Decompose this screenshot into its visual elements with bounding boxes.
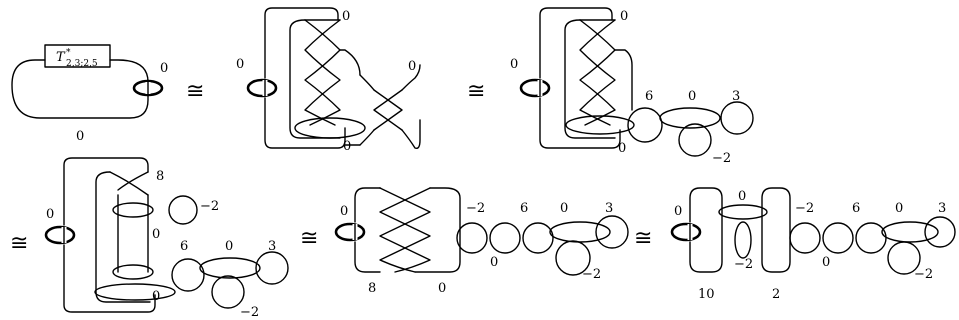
- label-d6-b: 0: [738, 189, 746, 204]
- chain-link-4-3: [255, 251, 289, 285]
- meridian-circle-5: [334, 222, 366, 242]
- band-6a: [718, 204, 768, 220]
- label-d2-d: 0: [343, 139, 351, 154]
- chain-link-4-0: [199, 257, 261, 279]
- label-d4-c: −2: [200, 199, 219, 214]
- tangle-box: [44, 44, 111, 68]
- chain-link-6-0: [881, 221, 939, 243]
- label-d3-c: 0: [618, 141, 626, 156]
- meridian-circle-3: [519, 78, 551, 98]
- label-d5-h: 8: [368, 281, 376, 296]
- relation-symbol-2: ≅: [467, 79, 485, 104]
- box-label-sup: *: [66, 48, 71, 58]
- label-d4-e: 6: [180, 239, 188, 254]
- box-label-main: T: [56, 50, 66, 65]
- chain-link-6-n2b: [822, 222, 854, 254]
- label-d6-d: −2: [795, 201, 814, 216]
- label-d6-k: 2: [772, 287, 780, 302]
- label-d4-b: 8: [156, 169, 164, 184]
- diagram-4: 0 8 −2 0 6 0 3 0 −2: [44, 157, 289, 320]
- label-d4-h: 0: [152, 289, 160, 304]
- label-d6-e: 6: [852, 201, 860, 216]
- chain-link-6-n2: [789, 222, 821, 254]
- label-d4-d: 0: [152, 227, 160, 242]
- chain-link-3: [720, 101, 754, 135]
- label-d5-f: 0: [490, 255, 498, 270]
- diagram-6: 0 0 −2 −2 6 0 3 0 −2 10 2: [670, 187, 956, 302]
- label-d3-b: 0: [510, 57, 518, 72]
- label-d6-j: 10: [698, 287, 715, 302]
- chain-link-6-3: [924, 216, 956, 248]
- label-d6-f: 0: [895, 201, 903, 216]
- label-d5-e: 3: [605, 201, 613, 216]
- band-2: [294, 117, 366, 139]
- chain-link-5-n2b: [489, 222, 521, 254]
- chain-link-6: [627, 107, 663, 143]
- relation-symbol-3: ≅: [10, 231, 28, 256]
- label-d4-i: −2: [240, 305, 259, 320]
- label-d4-g: 3: [268, 239, 276, 254]
- chain-link-4-n2b: [211, 275, 245, 309]
- label-d6-i: −2: [914, 267, 933, 282]
- label-d5-d: 0: [560, 201, 568, 216]
- relation-symbol-1: ≅: [186, 79, 204, 104]
- chain-link-4-n2: [168, 195, 198, 225]
- chain-link-5-0: [549, 221, 611, 243]
- band-3: [565, 115, 635, 135]
- label-d5-c: 6: [520, 201, 528, 216]
- diagram-2: 0 0 0 0: [236, 7, 421, 154]
- diagram-5: 0 −2 6 0 3 0 −2 8 0: [334, 187, 629, 296]
- label-d1-b: 0: [76, 129, 84, 144]
- band-4b: [112, 264, 154, 280]
- label-d6-a: 0: [674, 204, 682, 219]
- label-d5-g: −2: [582, 267, 601, 282]
- label-d3-d: 6: [645, 89, 653, 104]
- label-d6-h: 0: [822, 255, 830, 270]
- chain-link-5-6: [522, 222, 554, 254]
- relation-symbol-4: ≅: [300, 226, 318, 251]
- band-4a: [112, 202, 154, 218]
- band-6b: [734, 221, 752, 259]
- chain-link-4-6: [171, 258, 205, 292]
- meridian-circle-2: [246, 78, 278, 98]
- meridian-circle-4: [44, 225, 76, 245]
- label-d3-g: −2: [712, 151, 731, 166]
- chain-link-5-n2c: [555, 240, 591, 276]
- chain-link-5-n2: [456, 222, 488, 254]
- label-d5-b: −2: [466, 201, 485, 216]
- label-d4-f: 0: [225, 239, 233, 254]
- label-d5-i: 0: [438, 281, 446, 296]
- label-d2-b: 0: [236, 57, 244, 72]
- band-4c: [94, 283, 176, 301]
- relation-symbol-5: ≅: [634, 226, 652, 251]
- chain-link-5-3: [595, 215, 629, 249]
- chain-link-0: [659, 107, 721, 129]
- chain-link-6-6: [855, 222, 887, 254]
- chain-link-6-n2c: [887, 241, 921, 275]
- label-d4-a: 0: [46, 207, 54, 222]
- chain-link-n2: [678, 123, 712, 157]
- label-d1-a: 0: [160, 61, 168, 76]
- label-d2-a: 0: [342, 9, 350, 24]
- label-d3-a: 0: [620, 9, 628, 24]
- label-d3-e: 0: [688, 89, 696, 104]
- label-d3-f: 3: [732, 89, 740, 104]
- diagram-3: 0 0 0 6 0 3 −2: [510, 7, 754, 166]
- meridian-circle-6: [670, 222, 702, 242]
- label-d6-c: −2: [734, 257, 753, 272]
- label-d2-c: 0: [408, 59, 416, 74]
- label-d6-g: 3: [938, 201, 946, 216]
- box-label-sub: 2,3;2,5: [66, 59, 98, 69]
- diagram-1: T * 2,3;2,5 0 0: [11, 44, 168, 144]
- label-d5-a: 0: [340, 204, 348, 219]
